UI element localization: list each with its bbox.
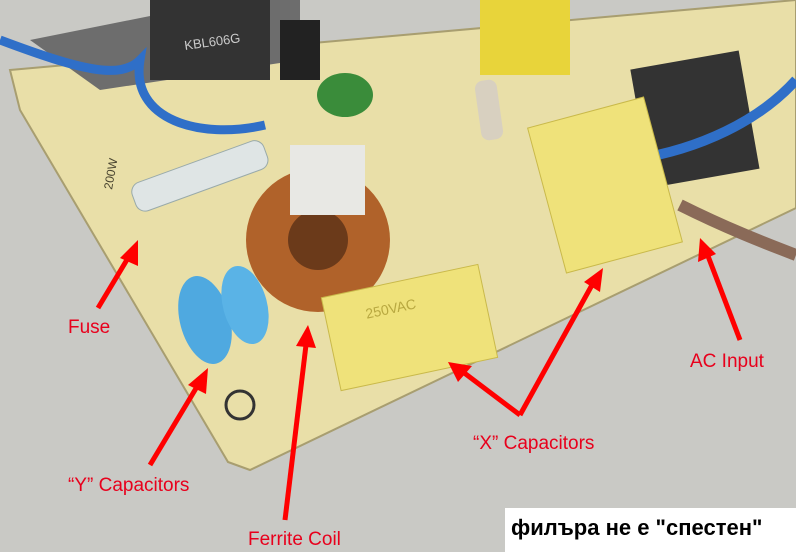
annotation-arrows bbox=[95, 238, 743, 521]
x-capacitor-1 bbox=[320, 263, 499, 392]
y-capacitor-2 bbox=[221, 265, 269, 345]
label-ac-input: AC Input bbox=[690, 351, 764, 372]
inductor-yellow bbox=[480, 0, 570, 75]
fuse-rating-marking: 200W bbox=[101, 157, 120, 191]
label-y-capacitors: “Y” Capacitors bbox=[68, 475, 190, 496]
blue-wire bbox=[0, 35, 267, 135]
y-capacitor-1 bbox=[178, 276, 232, 364]
resistor bbox=[474, 79, 504, 141]
label-fuse: Fuse bbox=[68, 317, 111, 338]
caption: филъра не е "спестен" bbox=[505, 508, 796, 552]
fuse-glass bbox=[131, 140, 269, 212]
label-x-capacitors: “X” Capacitors bbox=[473, 433, 595, 454]
bridge-rectifier bbox=[150, 0, 270, 80]
x-capacitor-2 bbox=[527, 96, 683, 274]
label-ferrite-coil: Ferrite Coil bbox=[248, 529, 341, 550]
